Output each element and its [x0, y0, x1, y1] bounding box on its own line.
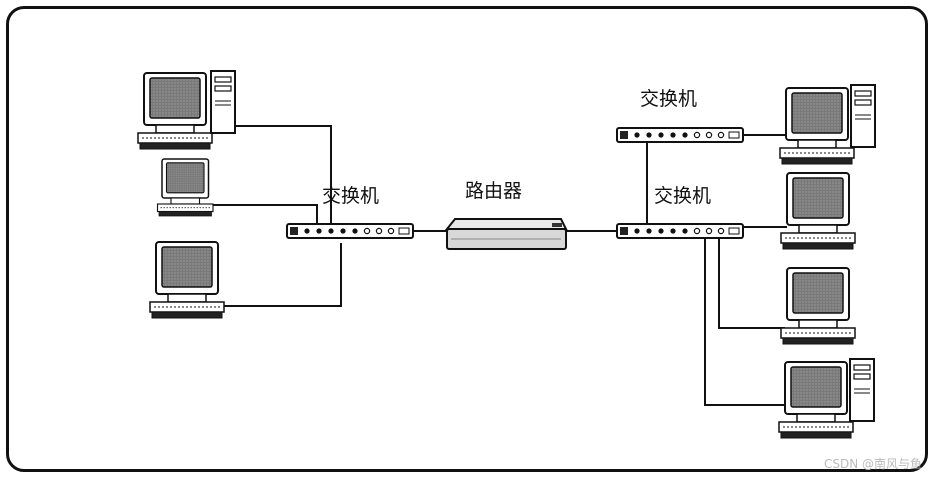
computer-pc3 — [149, 241, 225, 319]
cable-pc6 — [718, 237, 785, 329]
switch-right-top — [616, 127, 744, 143]
switch-right-bottom-label: 交换机 — [654, 185, 712, 207]
router — [444, 218, 568, 250]
network-topology — [137, 70, 876, 439]
cable-pc2 — [200, 204, 318, 227]
computer-pc5 — [780, 172, 856, 250]
computer-pc6 — [780, 267, 856, 345]
computer-pc4 — [779, 84, 876, 165]
computer-pc7 — [778, 358, 875, 439]
router-label: 路由器 — [465, 180, 523, 202]
computer-pc1 — [137, 70, 236, 150]
cable-pc1 — [210, 125, 332, 227]
switch-left — [286, 223, 414, 239]
cables — [200, 125, 787, 406]
switch-right-top-label: 交换机 — [640, 88, 698, 110]
computer-pc2 — [156, 158, 214, 217]
watermark: CSDN @南风与鱼 — [823, 457, 922, 471]
cable-pc7 — [704, 237, 785, 406]
switch-left-label: 交换机 — [322, 185, 380, 207]
switch-right-bottom — [616, 223, 744, 239]
diagram-frame: 交换机 路由器 交换机 交换机 — [6, 6, 928, 472]
cable-pc3 — [215, 243, 342, 307]
